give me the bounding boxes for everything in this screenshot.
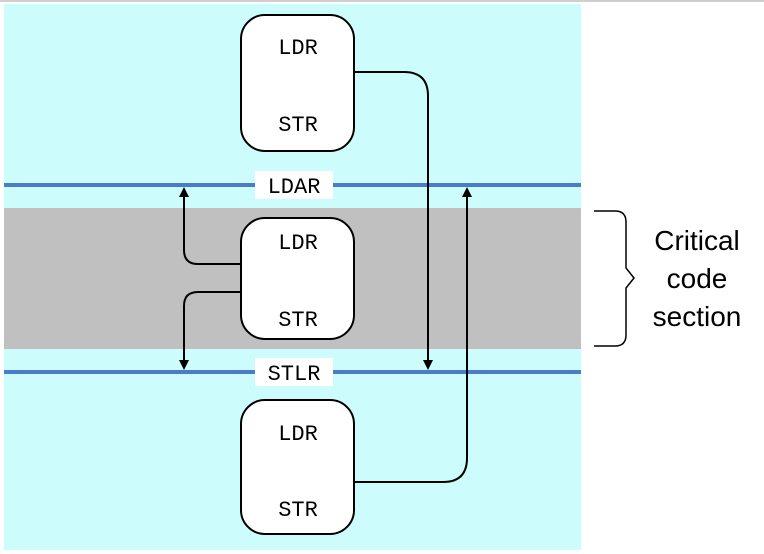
critical-access-box: LDR STR <box>240 217 355 340</box>
critical-store-label: STR <box>278 308 318 333</box>
top-access-box: LDR STR <box>240 14 355 152</box>
brace-label-line-3: section <box>653 301 742 332</box>
release-barrier-text: STLR <box>268 362 321 387</box>
bottom-access-box: LDR STR <box>240 399 355 535</box>
top-load-label: LDR <box>278 36 318 61</box>
bottom-to-acquire-arrow <box>354 187 472 483</box>
top-to-release-arrow <box>354 71 433 370</box>
acquire-barrier-text: LDAR <box>268 175 321 200</box>
critical-load-label: LDR <box>278 231 318 256</box>
critical-to-acquire-arrow <box>179 187 241 265</box>
critical-section-label: Critical code section <box>653 225 742 332</box>
brace-label-line-1: Critical <box>654 225 740 256</box>
release-barrier-label: STLR <box>255 358 333 387</box>
top-store-label: STR <box>278 113 318 138</box>
critical-to-release-arrow <box>179 291 241 370</box>
bottom-store-label: STR <box>278 498 318 523</box>
brace-label-line-2: code <box>667 263 728 294</box>
acquire-barrier-label: LDAR <box>255 171 333 200</box>
bottom-load-label: LDR <box>278 422 318 447</box>
critical-section-brace <box>594 210 635 347</box>
